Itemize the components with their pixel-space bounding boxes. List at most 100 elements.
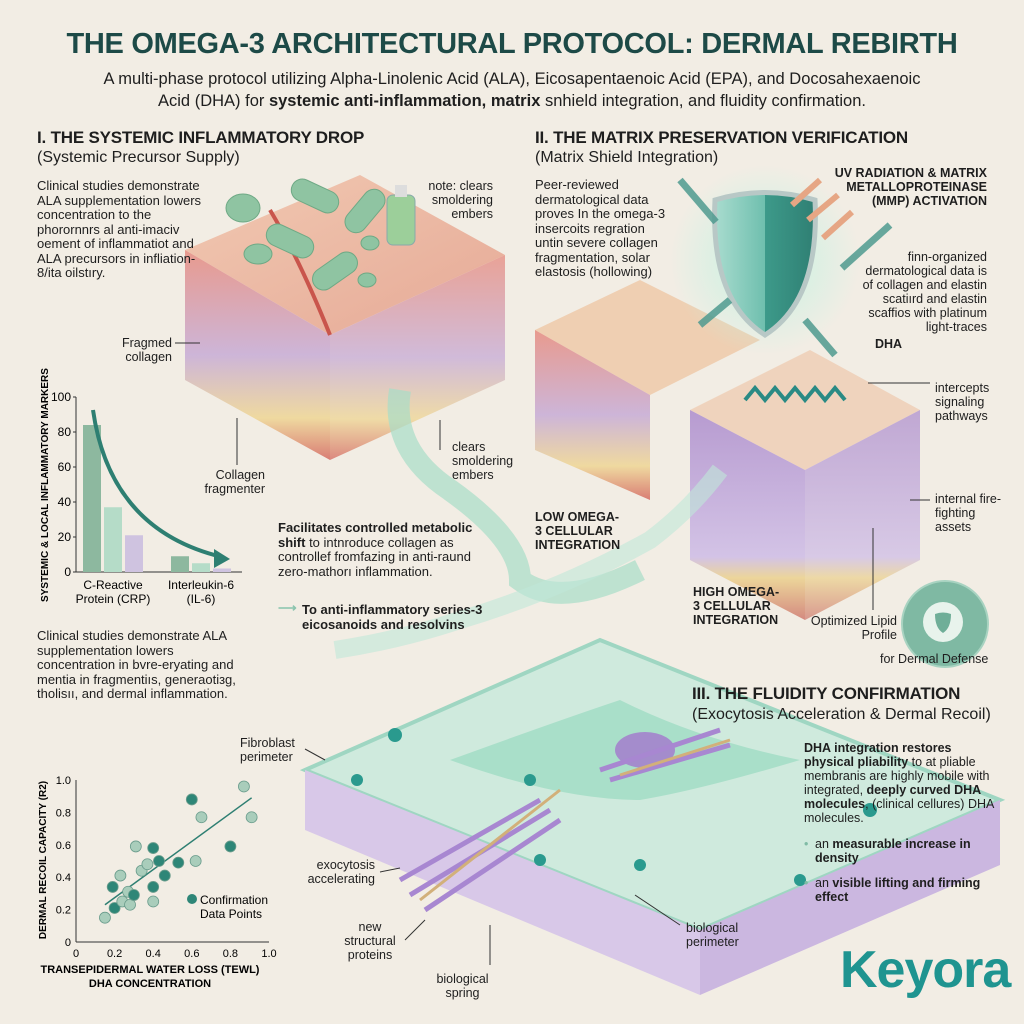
bullet-text: visible lifting and firming effect xyxy=(815,876,981,904)
trend-arrow xyxy=(91,409,223,559)
x-tick-label: 1.0 xyxy=(261,948,276,960)
x-axis-label: TRANSEPIDERMAL WATER LOSS (TEWL) xyxy=(41,964,260,976)
data-point xyxy=(185,793,198,806)
y-tick-label: 0.4 xyxy=(56,872,71,884)
label-exocytosis: exocytosis accelerating xyxy=(307,858,375,886)
legend-label: Confirmation xyxy=(200,893,268,907)
metabolic-shift-rest: to intnroduce collagen as controllef fro… xyxy=(278,534,471,579)
section2-body: Peer-reviewed dermatological data proves… xyxy=(535,177,666,279)
bullet-prefix: an xyxy=(815,837,833,851)
category-label: Interleukin-6 xyxy=(168,578,234,592)
data-point xyxy=(108,902,121,914)
high-omega-label: HIGH OMEGA-3 CELLULAR INTEGRATION xyxy=(693,585,780,627)
eicosanoids-item: ⟶ To anti-inflammatory series-3 eicosanoi… xyxy=(278,600,537,632)
y-axis-label: DERMAL RECOIL CAPACITY (R2) xyxy=(38,781,49,939)
y-tick-label: 80 xyxy=(58,425,72,439)
section3-subheading: (Exocytosis Acceleration & Dermal Recoil… xyxy=(692,706,991,723)
section3-text-1: to at pliable membranis are highly mobil… xyxy=(804,755,990,797)
label-collagen-fragmenter: Collagen fragmenter xyxy=(204,468,265,496)
y-tick-label: 0.8 xyxy=(56,807,71,819)
bar-phase3 xyxy=(125,535,143,572)
data-point xyxy=(129,840,142,853)
lipid-profile-badge xyxy=(901,580,989,668)
skin-block-low-omega xyxy=(535,280,760,500)
bar-phase2 xyxy=(192,563,210,572)
data-point xyxy=(141,858,154,871)
data-point xyxy=(99,911,111,924)
label-clears-embers: clears smoldering embers xyxy=(452,440,514,482)
category-label: Protein (CRP) xyxy=(76,592,151,606)
eicosanoids-text: To anti-inflammatory series-3 eicosanoid… xyxy=(302,602,483,632)
data-point xyxy=(172,856,185,869)
category-label: (IL-6) xyxy=(187,592,216,606)
note-label: note: clears smoldering embers xyxy=(428,179,493,221)
label-new-proteins: new structural proteins xyxy=(344,920,396,962)
page-subtitle: A multi-phase protocol utilizing Alpha-L… xyxy=(60,68,964,112)
legend-marker xyxy=(187,894,197,904)
label-intercepts: intercepts signaling pathways xyxy=(935,381,990,423)
bullet-dot: • xyxy=(804,837,809,851)
subtitle-emphasis: systemic anti-inflammation, matrix xyxy=(268,92,541,110)
y-tick-label: 100 xyxy=(51,390,71,404)
subtitle-line-2: Acid (DHA) for xyxy=(158,92,269,110)
bar-phase1 xyxy=(83,425,101,572)
data-point xyxy=(238,780,250,793)
data-point xyxy=(245,811,258,824)
section1-body: Clinical studies demonstrate ALA supplem… xyxy=(37,178,202,280)
page-title: THE OMEGA-3 ARCHITECTURAL PROTOCOL: DERM… xyxy=(66,28,958,60)
skin-block-high-omega xyxy=(690,350,920,620)
section3-body: DHA integration restores physical pliabi… xyxy=(804,741,994,825)
label-internal-assets: internal fire-fighting assets xyxy=(935,492,1001,534)
y-tick-label: 0 xyxy=(65,937,71,949)
y-tick-label: 40 xyxy=(58,495,72,509)
section1-bottom-body: Clinical studies demonstrate ALA supplem… xyxy=(37,628,236,701)
data-point xyxy=(127,889,140,901)
y-tick-label: 0.2 xyxy=(56,905,71,917)
label-fragmed-collagen: Fragmed collagen xyxy=(121,336,172,364)
skin-block-inflamed xyxy=(185,175,505,460)
uv-arrows xyxy=(790,177,855,241)
label-biological-perimeter: biological perimeter xyxy=(686,921,739,949)
lipid-profile-label-2: for Dermal Defense xyxy=(880,652,989,666)
section3-heading: III. THE FLUIDITY CONFIRMATION xyxy=(692,684,961,703)
x-tick-label: 0.8 xyxy=(223,948,238,960)
legend-label-2: Data Points xyxy=(200,907,262,921)
y-tick-label: 1.0 xyxy=(56,775,71,787)
y-tick-label: 0 xyxy=(64,565,71,579)
low-omega-label: LOW OMEGA-3 CELLULAR INTEGRATION xyxy=(535,510,621,552)
bar-phase3 xyxy=(213,568,231,572)
section3-bold-1: DHA integration restores physical pliabi… xyxy=(804,741,952,769)
data-point xyxy=(158,869,171,882)
section2-heading: II. THE MATRIX PRESERVATION VERIFICATION xyxy=(535,128,908,147)
uv-mmp-label: UV RADIATION & MATRIX METALLOPROTEINASE … xyxy=(834,166,987,208)
x-tick-label: 0.2 xyxy=(107,948,122,960)
y-tick-label: 20 xyxy=(58,530,72,544)
fibroblast-cell-membrane xyxy=(299,637,1006,995)
bullet-prefix: an xyxy=(815,876,833,890)
data-point xyxy=(147,895,160,908)
metabolic-shift-text: Facilitates controlled metabolic shift t… xyxy=(278,520,503,579)
data-point xyxy=(224,840,237,853)
y-tick-label: 0.6 xyxy=(56,840,71,852)
x-axis-label-2: DHA CONCENTRATION xyxy=(89,978,211,990)
label-biological-spring: biological spring xyxy=(436,972,489,1000)
section2-right-body: finn-organized dermatological data is of… xyxy=(862,250,987,334)
section1-subheading: (Systemic Precursor Supply) xyxy=(37,149,240,166)
shield-icon xyxy=(923,602,963,642)
y-axis-label: SYSTEMIC & LOCAL INFLAMMATORY MARKERS xyxy=(40,368,51,602)
metabolic-shift-bold: Facilitates controlled metabolic shift xyxy=(278,520,473,550)
section3-bold-2: deeply curved DHA molecules xyxy=(804,783,981,811)
keyora-logo: Keyora xyxy=(840,941,1011,999)
arrow-right-icon: ⟶ xyxy=(278,600,297,615)
data-point xyxy=(195,811,208,824)
x-tick-label: 0.6 xyxy=(184,948,199,960)
subtitle-line-2-end: snhield integration, and fluidity confir… xyxy=(540,92,866,110)
lipid-profile-label: Optimized Lipid Profile xyxy=(810,614,897,642)
y-tick-label: 60 xyxy=(58,460,72,474)
flow-path xyxy=(387,388,645,604)
bullet-dot: • xyxy=(804,876,809,890)
bullet-density: •an measurable increase in density xyxy=(804,837,990,865)
